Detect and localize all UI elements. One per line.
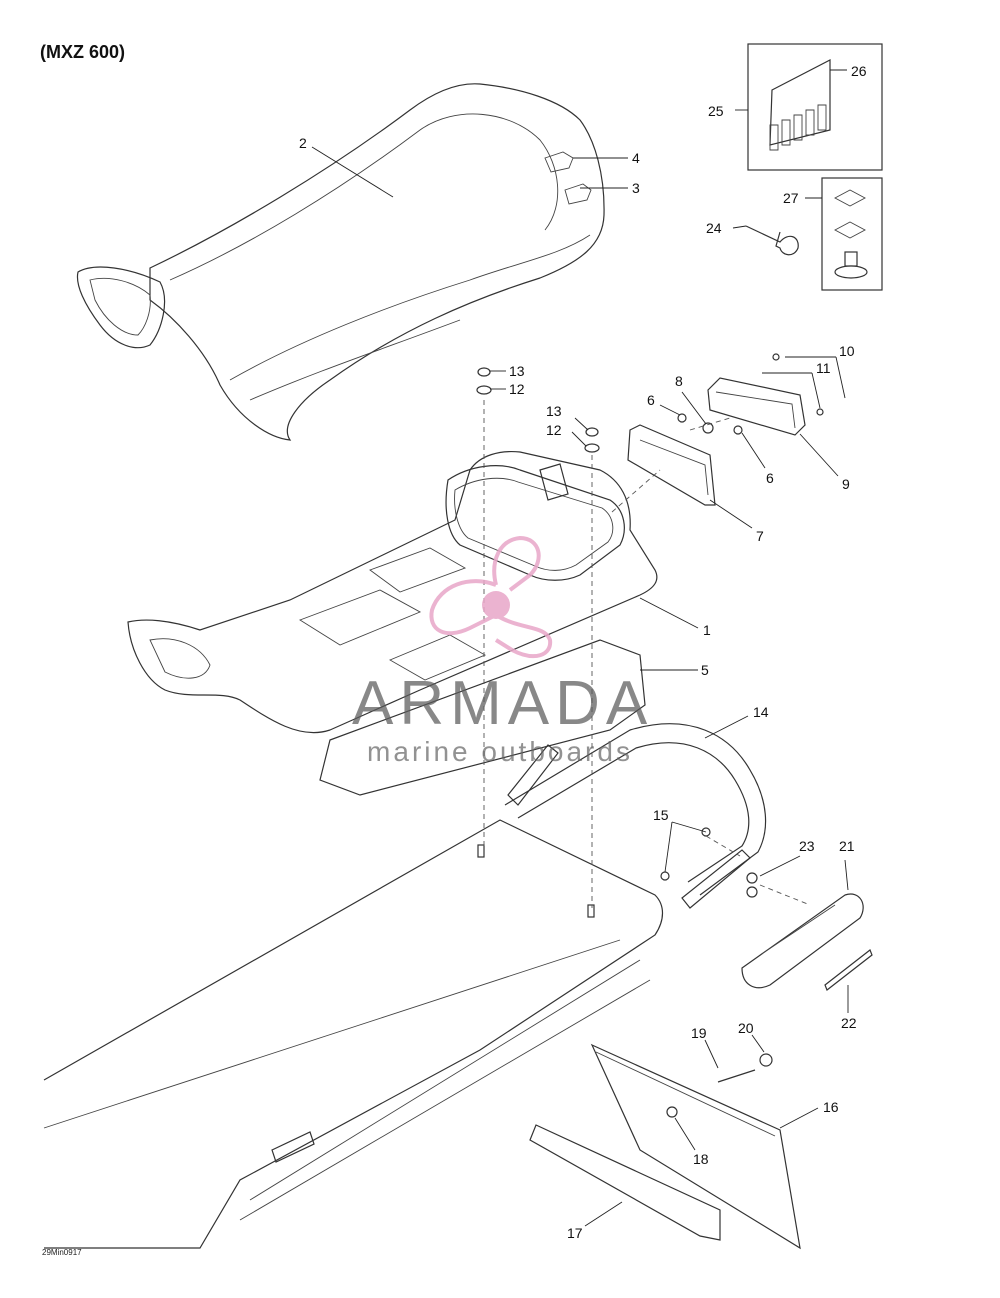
callout-12b: 12	[546, 422, 562, 438]
callout-2: 2	[299, 135, 307, 151]
bottom-plate-part	[319, 639, 646, 796]
callout-17: 17	[567, 1225, 583, 1241]
grab-handle-part	[504, 723, 767, 909]
watermark-tagline: marine outboards	[367, 736, 633, 767]
taillight-part	[627, 377, 806, 506]
rear-bumper-part	[741, 893, 873, 991]
inset-hardware-kit	[821, 177, 883, 291]
callout-12a: 12	[509, 381, 525, 397]
callout-15: 15	[653, 807, 669, 823]
seat-part	[76, 83, 605, 441]
callout-21: 21	[839, 838, 855, 854]
callout-1: 1	[703, 622, 711, 638]
callout-20: 20	[738, 1020, 754, 1036]
callout-10: 10	[839, 343, 855, 359]
drawing-code: 29Min0917	[42, 1248, 82, 1257]
seat-base-part	[127, 450, 658, 734]
callout-6b: 6	[766, 470, 774, 486]
callout-labels: 2 4 3 13 12 13 12 6 8 6 9 7 10 11 1 5 14…	[299, 63, 867, 1241]
callout-22: 22	[841, 1015, 857, 1031]
callout-13b: 13	[546, 403, 562, 419]
spanner-wrench-part	[745, 225, 799, 256]
callout-18: 18	[693, 1151, 709, 1167]
diagram-title: (MXZ 600)	[40, 42, 126, 62]
callout-3: 3	[632, 180, 640, 196]
watermark-brand: ARMADA	[352, 669, 654, 738]
leader-lines	[311, 69, 849, 1227]
callout-24: 24	[706, 220, 722, 236]
mud-flap-part	[590, 1043, 801, 1250]
hardware-parts	[476, 353, 824, 1118]
tunnel-part	[43, 819, 664, 1249]
watermark-logo-icon	[429, 535, 553, 659]
callout-7: 7	[756, 528, 764, 544]
callout-14: 14	[753, 704, 769, 720]
callout-9: 9	[842, 476, 850, 492]
callout-5: 5	[701, 662, 709, 678]
callout-26: 26	[851, 63, 867, 79]
assembly-lines	[483, 400, 811, 908]
callout-11: 11	[816, 360, 831, 376]
callout-13a: 13	[509, 363, 525, 379]
callout-6a: 6	[647, 392, 655, 408]
callout-8: 8	[675, 373, 683, 389]
callout-19: 19	[691, 1025, 707, 1041]
callout-25: 25	[708, 103, 724, 119]
callout-16: 16	[823, 1099, 839, 1115]
callout-23: 23	[799, 838, 815, 854]
inset-tool-kit	[747, 43, 883, 171]
flap-support-part	[529, 1124, 721, 1241]
callout-4: 4	[632, 150, 640, 166]
callout-27: 27	[783, 190, 799, 206]
